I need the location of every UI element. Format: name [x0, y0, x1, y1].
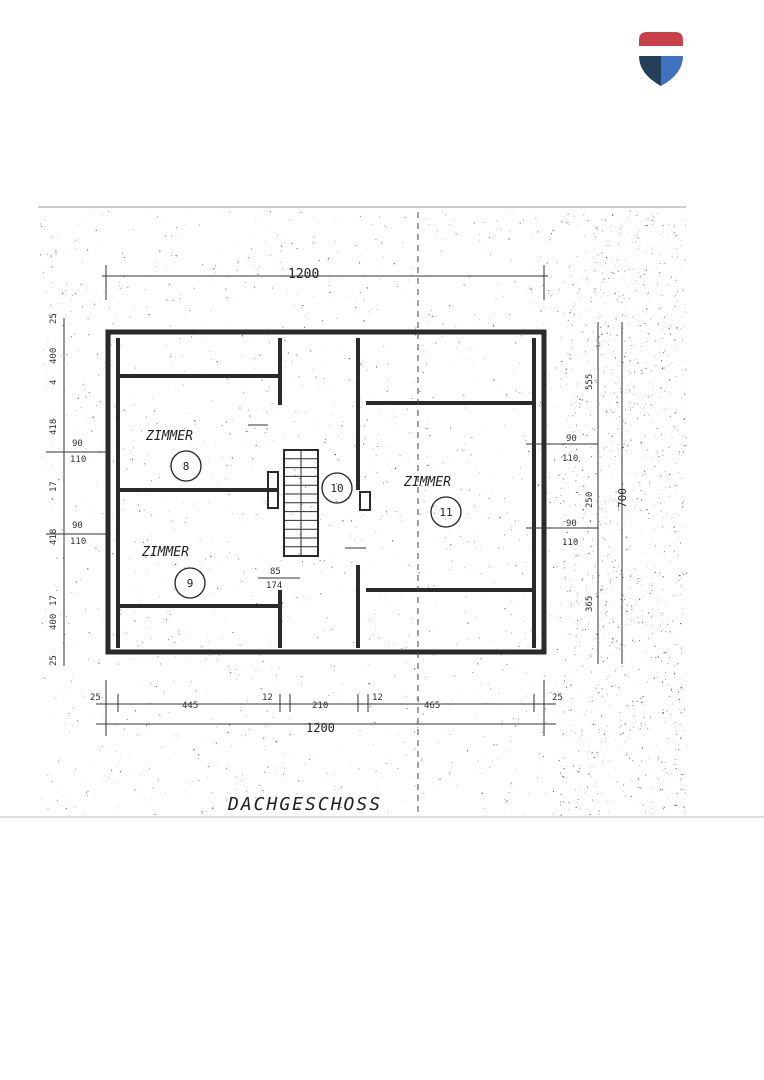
room-8-label: ZIMMER — [145, 429, 193, 444]
stair-dim-height: 174 — [266, 581, 282, 591]
room-9-number: 9 — [187, 577, 194, 590]
room-9-circle — [174, 567, 206, 599]
brand-logo-icon — [639, 32, 683, 86]
right-total-dim: 700 — [616, 488, 629, 508]
left-dimension: 25 400 4 418 17 418 17 400 25 90 110 90 … — [46, 313, 108, 666]
room-8-number: 8 — [183, 460, 190, 473]
bottom-total-dim: 1200 — [306, 721, 335, 735]
room-9: ZIMMER 9 — [141, 545, 206, 599]
top-total-dim: 1200 — [288, 267, 319, 282]
scan-noise — [40, 210, 688, 816]
right-dimension: 90 110 90 110 555 250 365 700 — [526, 322, 629, 664]
interior-walls — [116, 338, 536, 648]
room-8: ZIMMER 8 — [145, 429, 202, 482]
room-8-circle — [170, 450, 202, 482]
room-11-number: 11 — [439, 506, 452, 519]
room-10-circle — [321, 472, 353, 504]
room-11-label: ZIMMER — [403, 475, 451, 490]
chimney-right — [359, 491, 371, 511]
room-9-label: ZIMMER — [141, 545, 189, 560]
chimney-left — [267, 471, 279, 509]
room-11-circle — [430, 496, 462, 528]
room-10-number: 10 — [330, 482, 343, 495]
bottom-dimension: 25 445 12 210 12 465 25 1200 — [90, 680, 563, 736]
plan-title: DACHGESCHOSS — [227, 794, 382, 815]
room-10: 10 — [321, 472, 353, 504]
top-dimension: 1200 — [102, 265, 548, 300]
outer-wall — [105, 329, 547, 655]
room-11: ZIMMER 11 — [403, 475, 462, 528]
staircase — [283, 449, 319, 557]
stair-dim-width: 85 — [270, 567, 281, 577]
